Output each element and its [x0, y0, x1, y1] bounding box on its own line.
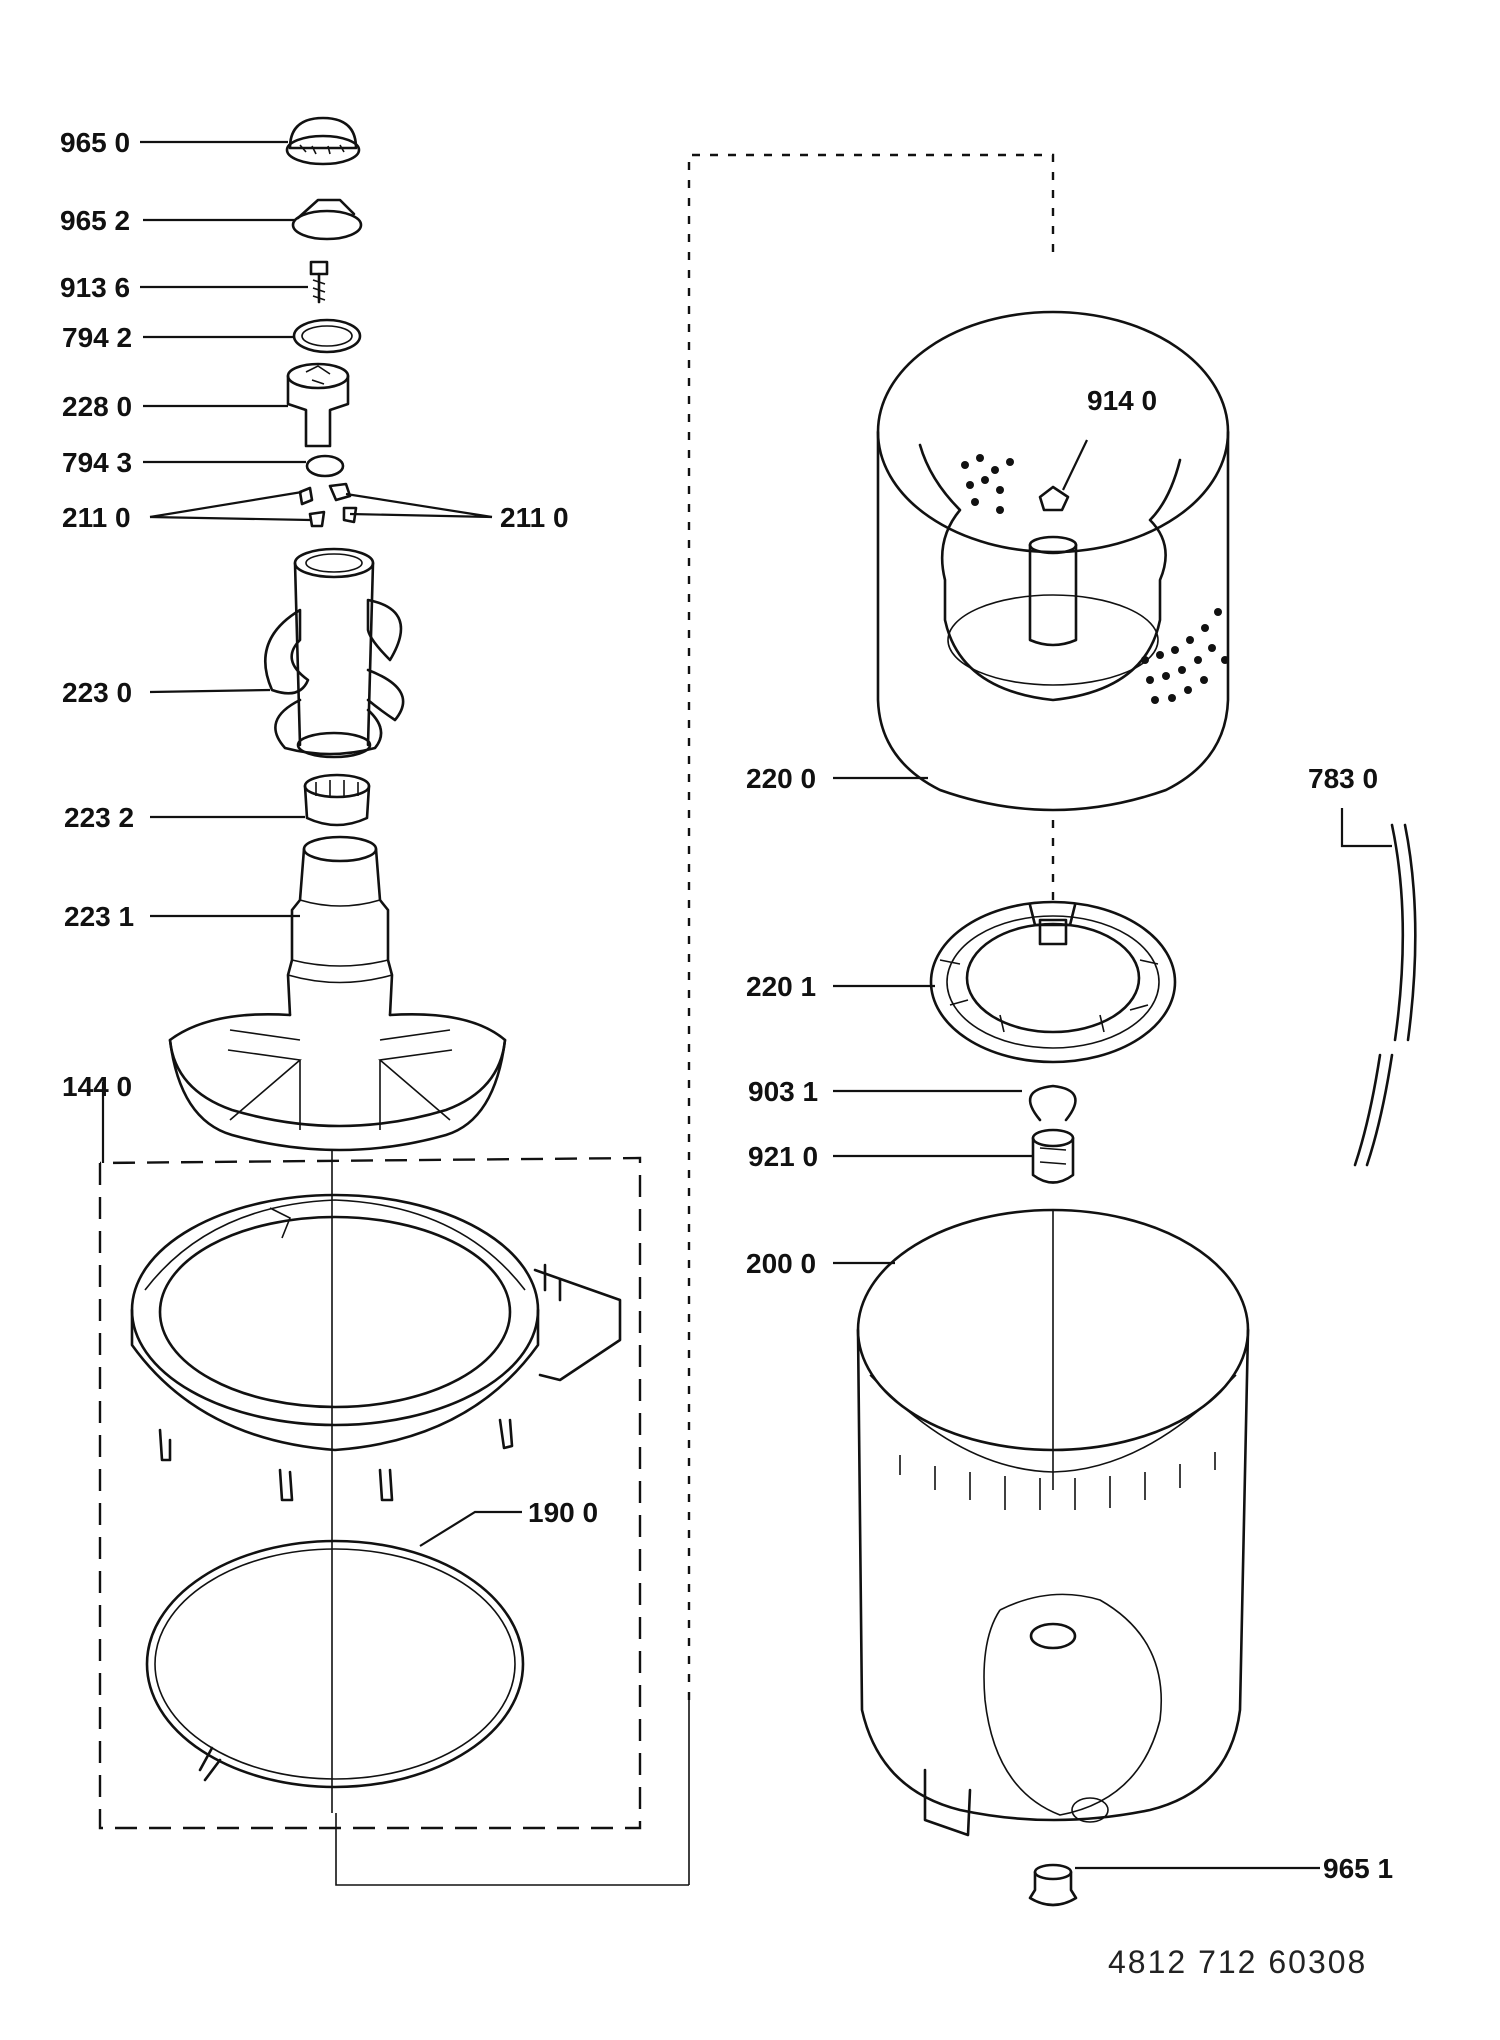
label-783-0: 783 0 [1308, 763, 1378, 794]
label-794-3: 794 3 [62, 447, 132, 478]
part-913-6-screw [309, 260, 329, 304]
label-220-1: 220 1 [746, 971, 816, 1002]
part-144-0-assembly-box [98, 1156, 642, 1830]
part-144-0-top-ring [130, 1193, 622, 1502]
label-223-0: 223 0 [62, 677, 132, 708]
part-labels: 965 0 965 2 913 6 794 2 228 0 794 3 211 … [60, 127, 1393, 1884]
label-965-2: 965 2 [60, 205, 130, 236]
label-223-2: 223 2 [64, 802, 134, 833]
label-921-0: 921 0 [748, 1141, 818, 1172]
label-211-0-left: 211 0 [62, 502, 131, 533]
part-223-2-drive-bell [303, 773, 371, 827]
part-921-0-bushing [1031, 1128, 1075, 1184]
assembly-connector-lines [331, 153, 1055, 1886]
label-913-6: 913 6 [60, 272, 130, 303]
part-914-0-basket-nut [1038, 485, 1070, 512]
drawing-number: 4812 712 60308 [1108, 1944, 1367, 1980]
leader-lines [101, 140, 1392, 1870]
label-220-0: 220 0 [746, 763, 816, 794]
label-794-2: 794 2 [62, 322, 132, 353]
part-903-1-circlip [1028, 1084, 1077, 1122]
label-228-0: 228 0 [62, 391, 132, 422]
connector-bottom-link [335, 1813, 689, 1886]
part-190-0-retaining-ring [145, 1539, 525, 1789]
label-211-0-right: 211 0 [500, 502, 569, 533]
part-783-0-hose [1353, 823, 1417, 1167]
part-200-0-outer-tub [856, 1208, 1250, 1837]
label-965-1: 965 1 [1323, 1853, 1393, 1884]
part-228-0-cam [286, 362, 350, 448]
part-220-0-spin-basket [876, 310, 1230, 812]
connector-left-to-right [687, 153, 1055, 1700]
label-903-1: 903 1 [748, 1076, 818, 1107]
part-223-0-agitator-auger [264, 547, 405, 759]
part-965-1-plug [1028, 1863, 1078, 1907]
label-144-0: 144 0 [62, 1071, 132, 1102]
part-794-3-seal-ring [305, 454, 345, 478]
label-223-1: 223 1 [64, 901, 134, 932]
part-965-2-cap-insert [291, 198, 363, 241]
part-223-1-agitator-base [168, 835, 507, 1152]
part-220-1-hub-plate [929, 900, 1177, 1064]
label-914-0: 914 0 [1087, 385, 1157, 416]
part-965-0-agitator-cap [285, 116, 361, 166]
part-211-0-clips [298, 482, 358, 528]
label-965-0: 965 0 [60, 127, 130, 158]
label-190-0: 190 0 [528, 1497, 598, 1528]
label-200-0: 200 0 [746, 1248, 816, 1279]
part-794-2-o-ring [292, 318, 362, 354]
part-794-2-o-ring-inner [301, 325, 353, 347]
